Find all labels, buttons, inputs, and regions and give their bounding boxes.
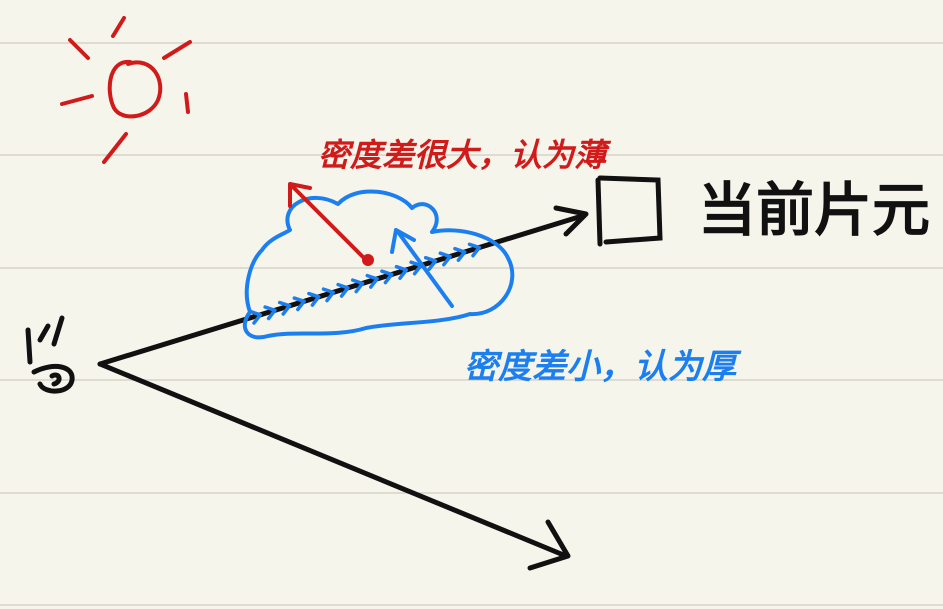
upper-ray-arrowhead [553, 205, 589, 237]
chevron-mark [277, 300, 292, 316]
lower-ray-arrowhead [527, 519, 571, 571]
sampling-chevrons [248, 242, 482, 325]
fragment-box [595, 175, 663, 247]
cloud-volume [242, 189, 515, 340]
label-small-density-diff: 密度差小，认为厚 [464, 347, 742, 387]
thick-arrow [390, 228, 454, 308]
chevron-mark [394, 264, 409, 280]
chevron-mark [350, 278, 365, 294]
chevron-mark [307, 291, 321, 307]
label-current-fragment: 当前片元 [698, 176, 930, 244]
eye-symbol [25, 315, 75, 394]
chevron-mark [467, 242, 482, 258]
chevron-mark [365, 273, 379, 289]
chevron-mark [423, 255, 438, 271]
lower-ray [97, 361, 569, 559]
chevron-mark [438, 251, 452, 267]
chevron-mark [380, 269, 394, 285]
chevron-mark [321, 287, 336, 303]
ruled-lines [0, 42, 943, 606]
view-rays [97, 205, 589, 571]
chevron-mark [453, 246, 467, 262]
chevron-mark [292, 296, 306, 312]
sun-icon [60, 16, 192, 164]
chevron-mark [248, 309, 263, 325]
chevron-mark [336, 282, 350, 298]
chevron-mark [263, 305, 277, 321]
red-dot [362, 254, 374, 266]
upper-ray [97, 213, 585, 367]
label-large-density-diff: 密度差很大，认为薄 [318, 136, 612, 174]
thin-arrow [288, 182, 370, 264]
